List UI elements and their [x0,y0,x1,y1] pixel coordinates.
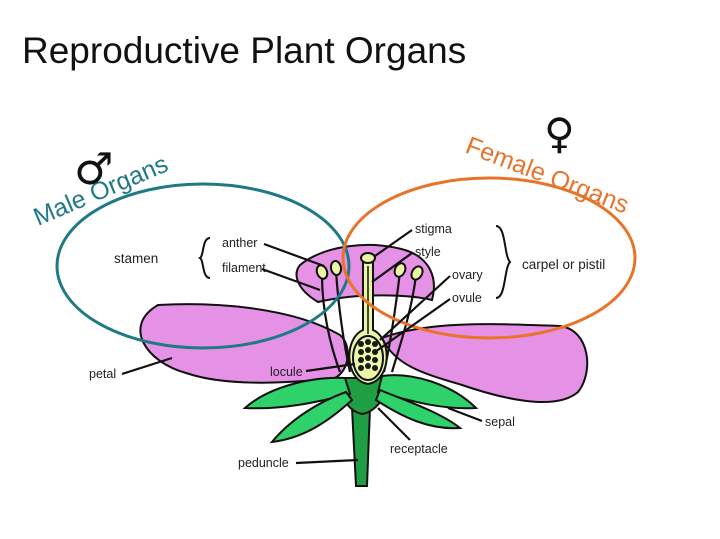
sepal-leader [447,406,483,423]
anther-3 [393,262,407,278]
anther-4 [410,265,424,281]
filament-1 [320,274,342,373]
label-style: style [415,245,441,259]
male-symbol-icon: ♂ [74,144,113,195]
label-sepal: sepal [485,415,515,429]
anther-leader [263,242,325,268]
stamen-brace [197,237,211,279]
label-peduncle: peduncle [238,456,289,470]
male-organs-ellipse [55,182,351,350]
locule-leader [305,362,356,373]
style-leader [371,252,413,283]
label-ovary: ovary [452,268,483,282]
label-petal: petal [89,367,116,381]
peduncle-leader [295,458,359,465]
female-organs-ellipse [341,176,637,340]
right-petal [380,323,589,403]
receptacle-leader [377,407,411,441]
label-ovule: ovule [452,291,482,305]
filament-4 [390,274,418,373]
filament-2 [334,269,352,373]
label-anther: anther [222,236,257,250]
label-stigma: stigma [415,222,452,236]
female-symbol-icon: ♀ [544,109,575,158]
right-sepal-lower [374,388,463,430]
ovule-leader [374,298,451,353]
anther-2 [329,260,343,276]
filament-leader [261,267,321,292]
label-filament: filament [222,261,266,275]
label-stamen: stamen [114,251,158,266]
label-carpel: carpel or pistil [522,257,605,272]
stigma-leader [374,229,413,257]
label-locule: locule [270,365,303,379]
left-sepal-lower [269,390,354,444]
label-receptacle: receptacle [390,442,448,456]
ovary-leader [379,275,451,341]
peduncle-stem [350,407,372,487]
stigma-shape [360,252,376,264]
page-title: Reproductive Plant Organs [22,30,467,71]
petal-leader [121,356,173,376]
carpel-brace [495,225,512,299]
ovules [358,339,378,371]
